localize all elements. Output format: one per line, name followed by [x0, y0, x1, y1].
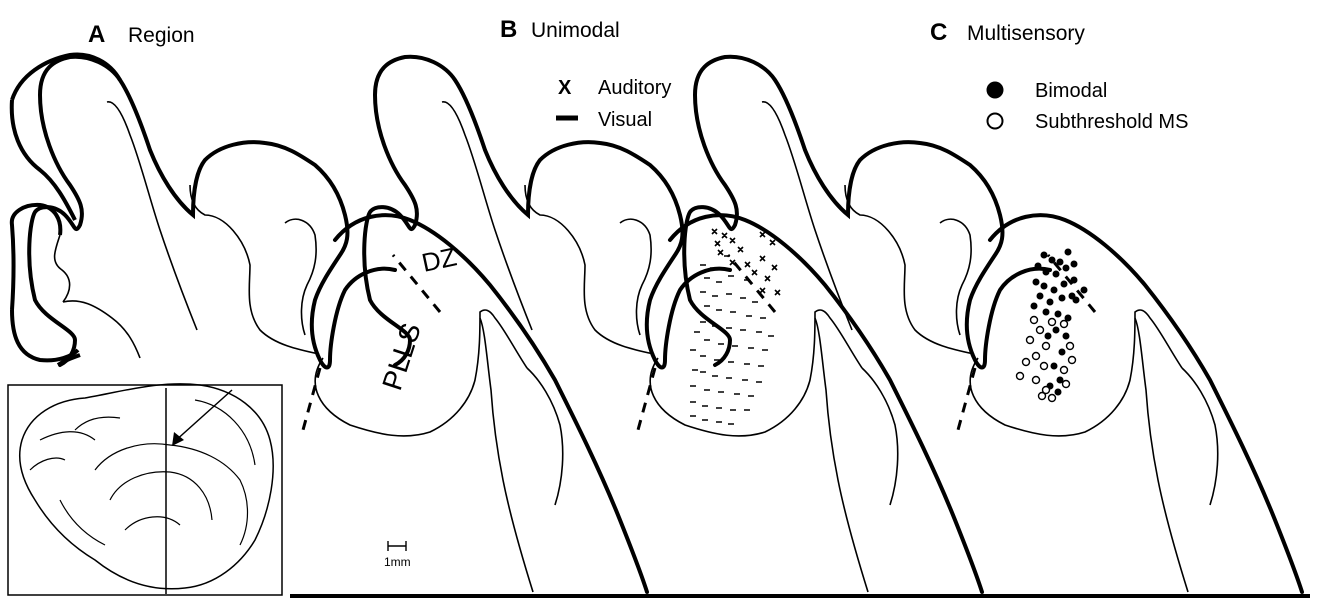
label-dz: DZ	[419, 241, 459, 278]
subthreshold-markers	[1017, 317, 1076, 402]
panel-b-letter: B	[500, 16, 517, 43]
legend-subthreshold: Subthreshold MS	[1035, 111, 1188, 133]
panel-a: A Region DZ PLLS	[8, 21, 655, 596]
legend-unimodal: X Auditory Visual	[556, 77, 671, 131]
panel-c-letter: C	[930, 19, 947, 46]
legend-visual: Visual	[598, 109, 652, 131]
panel-a-letter: A	[88, 21, 105, 48]
auditory-markers	[712, 229, 780, 295]
auditory-legend-symbol: X	[558, 77, 572, 99]
panel-b-title: Unimodal	[531, 19, 620, 42]
panel-a-title: Region	[128, 24, 195, 47]
brain-inset	[8, 384, 282, 595]
panel-c-title: Multisensory	[967, 22, 1085, 45]
legend-auditory: Auditory	[598, 77, 671, 99]
legend-multisensory: Bimodal Subthreshold MS	[987, 80, 1189, 133]
bimodal-legend-symbol	[987, 82, 1004, 99]
panel-c: C Multisensory Bimodal Subthreshold MS	[684, 19, 1310, 596]
panel-a-outer-gyri	[12, 54, 140, 365]
panel-c-brain-section	[684, 57, 1310, 596]
panel-b: B Unimodal X Auditory Visual 1mm	[364, 16, 990, 596]
legend-bimodal: Bimodal	[1035, 80, 1107, 102]
scale-bar-label: 1mm	[384, 555, 411, 569]
panel-b-brain-section	[364, 57, 990, 596]
subthreshold-legend-symbol	[988, 114, 1003, 129]
scale-bar: 1mm	[384, 541, 411, 569]
unimodal-markers	[690, 229, 780, 424]
